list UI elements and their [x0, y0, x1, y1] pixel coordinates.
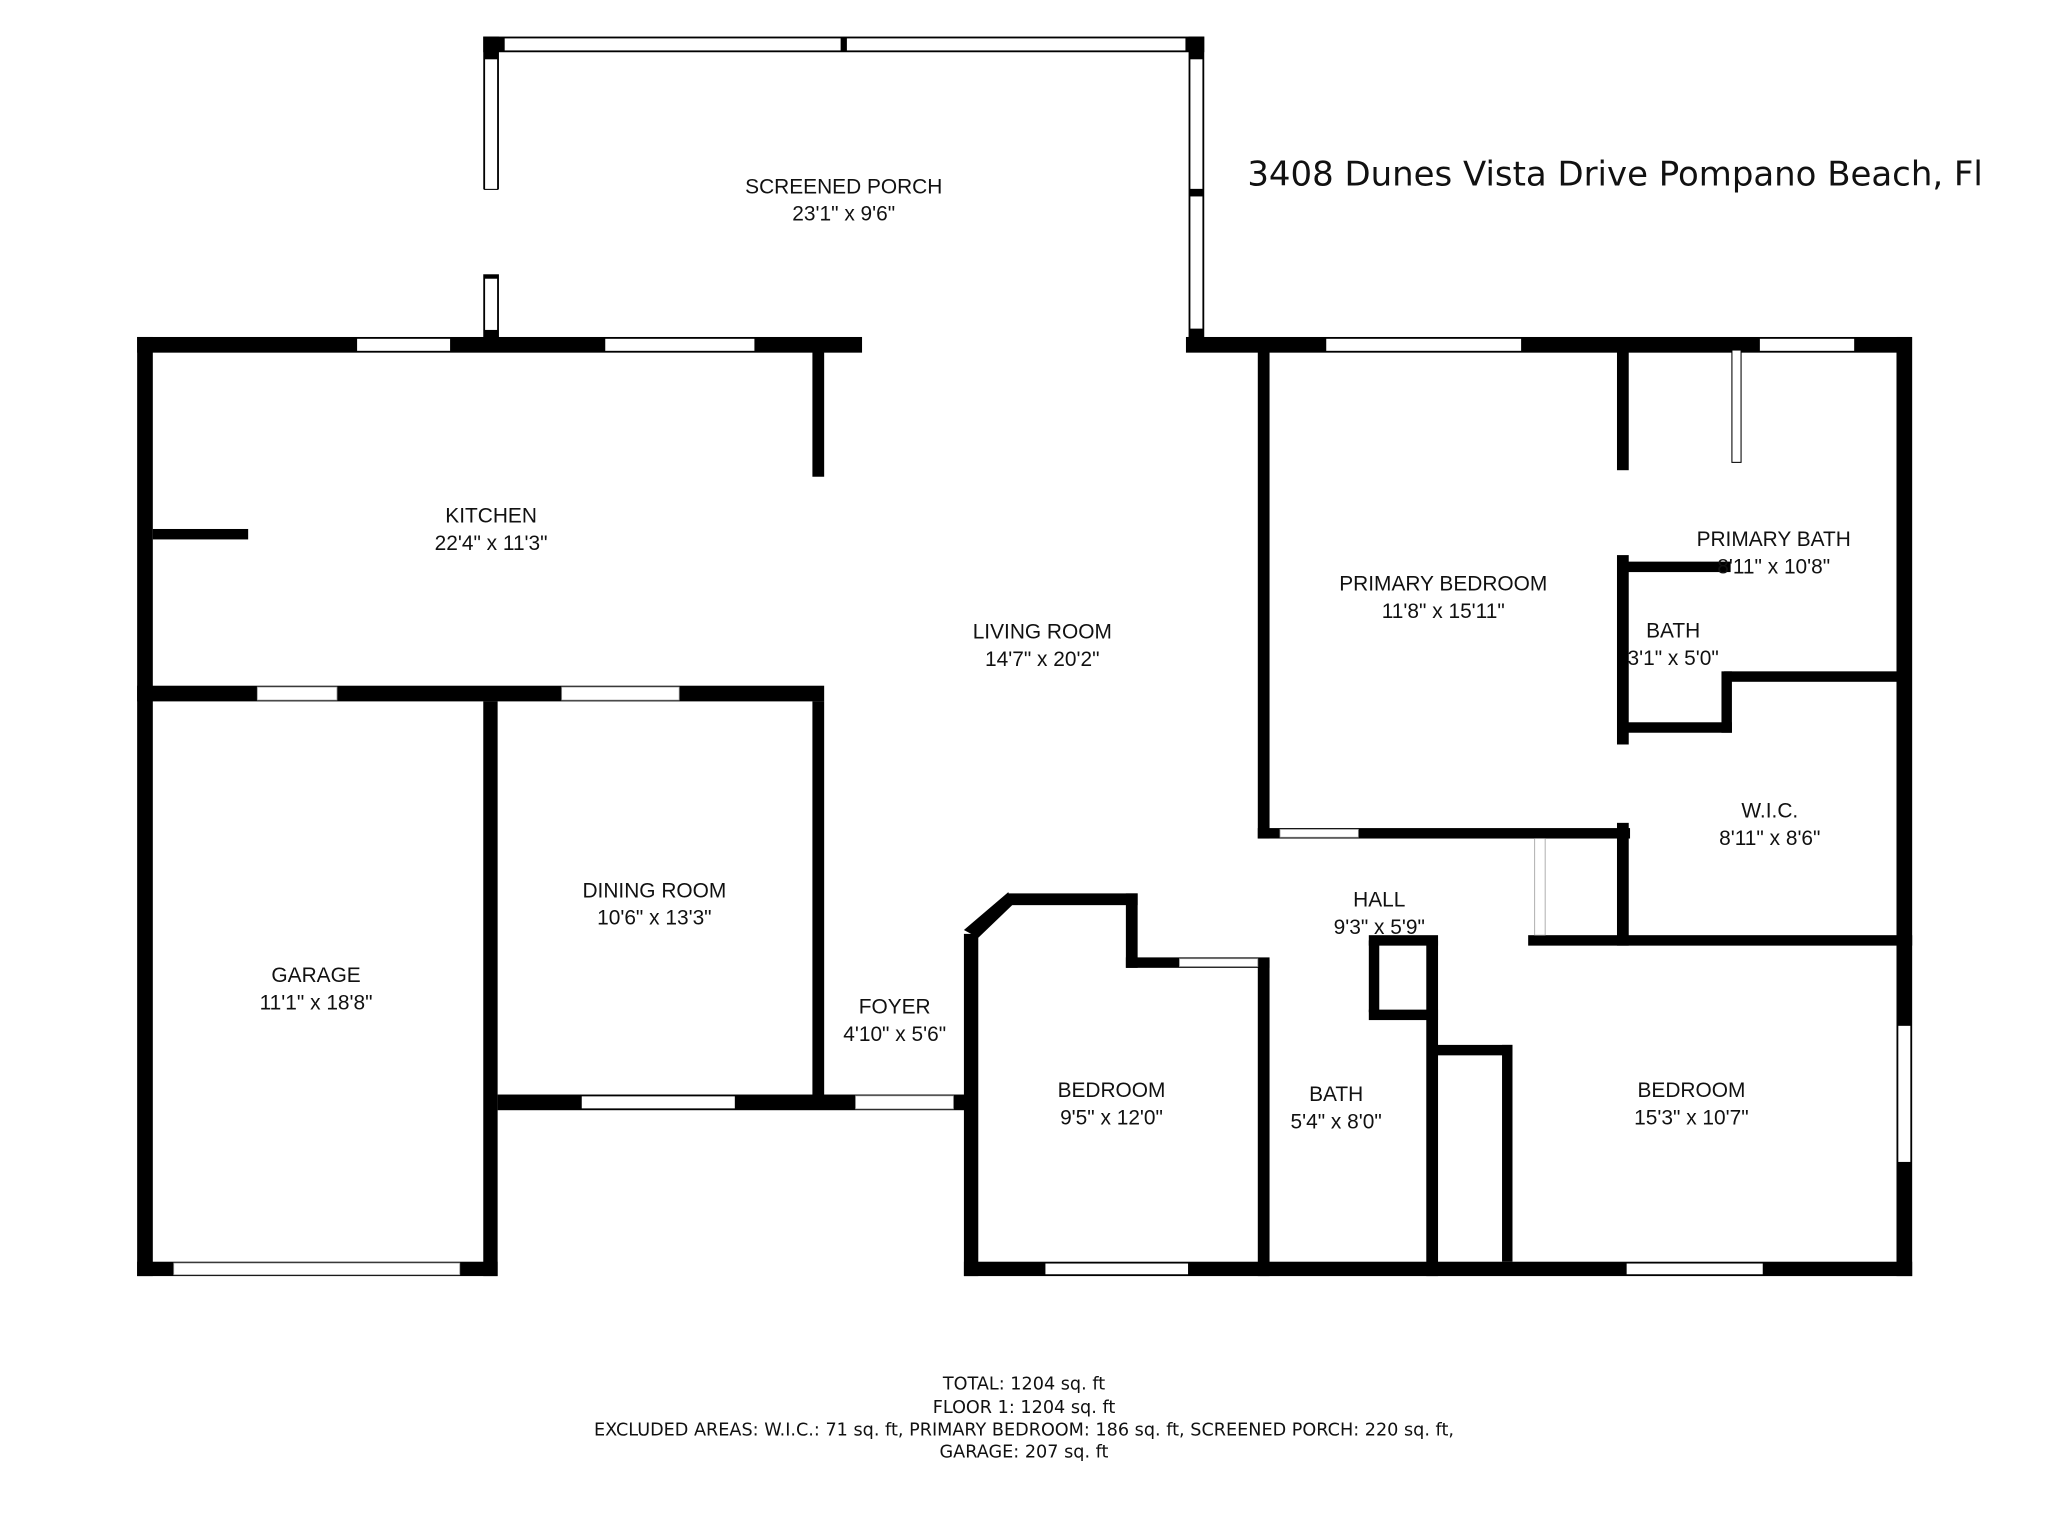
room-name: DINING ROOM	[582, 879, 726, 902]
room-size: 4'10" x 5'6"	[843, 1023, 946, 1046]
room-name: BATH	[1309, 1083, 1363, 1106]
excluded-areas-cont: GARAGE: 207 sq. ft	[940, 1443, 1109, 1463]
room-name: FOYER	[859, 996, 931, 1019]
room-size: 11'8" x 15'11"	[1382, 600, 1505, 623]
room-size: 23'1" x 9'6"	[792, 203, 895, 226]
room-bath-small: BATH 3'1" x 5'0"	[1628, 619, 1719, 669]
room-size: 11'1" x 18'8"	[260, 992, 373, 1015]
room-size: 5'4" x 8'0"	[1291, 1110, 1382, 1133]
room-screened-porch: SCREENED PORCH 23'1" x 9'6"	[745, 175, 942, 225]
room-wic: W.I.C. 8'11" x 8'6"	[1719, 800, 1820, 850]
excluded-areas: EXCLUDED AREAS: W.I.C.: 71 sq. ft, PRIMA…	[594, 1420, 1454, 1440]
room-size: 22'4" x 11'3"	[435, 532, 548, 555]
room-size: 14'7" x 20'2"	[985, 648, 1100, 671]
room-name: PRIMARY BATH	[1697, 528, 1851, 551]
room-size: 3'1" x 5'0"	[1628, 647, 1719, 670]
room-name: GARAGE	[271, 964, 360, 987]
area-summary: TOTAL: 1204 sq. ft FLOOR 1: 1204 sq. ft …	[594, 1375, 1454, 1463]
room-bedroom-2: BEDROOM 15'3" x 10'7"	[1634, 1079, 1749, 1129]
room-name: SCREENED PORCH	[745, 175, 942, 198]
total-area: TOTAL: 1204 sq. ft	[942, 1375, 1105, 1395]
room-size: 8'11" x 10'8"	[1717, 555, 1830, 578]
room-name: BATH	[1646, 619, 1700, 642]
room-hall: HALL 9'3" x 5'9"	[1334, 888, 1425, 938]
room-name: W.I.C.	[1741, 800, 1798, 823]
room-name: HALL	[1353, 888, 1405, 911]
room-name: LIVING ROOM	[973, 621, 1112, 644]
room-primary-bedroom: PRIMARY BEDROOM 11'8" x 15'11"	[1339, 572, 1547, 622]
room-labels: SCREENED PORCH 23'1" x 9'6" KITCHEN 22'4" …	[260, 175, 1851, 1133]
room-name: PRIMARY BEDROOM	[1339, 572, 1547, 595]
room-living-room: LIVING ROOM 14'7" x 20'2"	[973, 621, 1112, 671]
room-dining-room: DINING ROOM 10'6" x 13'3"	[582, 879, 726, 929]
room-name: BEDROOM	[1058, 1079, 1166, 1102]
windows	[173, 37, 1912, 1276]
room-size: 15'3" x 10'7"	[1634, 1107, 1749, 1130]
room-size: 9'5" x 12'0"	[1060, 1107, 1163, 1130]
room-size: 8'11" x 8'6"	[1719, 827, 1820, 850]
room-name: BEDROOM	[1637, 1079, 1745, 1102]
room-kitchen: KITCHEN 22'4" x 11'3"	[435, 504, 548, 554]
room-bedroom-1: BEDROOM 9'5" x 12'0"	[1058, 1079, 1166, 1129]
room-name: KITCHEN	[445, 504, 537, 527]
floor1-area: FLOOR 1: 1204 sq. ft	[933, 1398, 1116, 1418]
room-primary-bath: PRIMARY BATH 8'11" x 10'8"	[1697, 528, 1851, 578]
address-title: 3408 Dunes Vista Drive Pompano Beach, Fl	[1247, 154, 1983, 194]
room-size: 10'6" x 13'3"	[597, 907, 712, 930]
room-garage: GARAGE 11'1" x 18'8"	[260, 964, 373, 1014]
room-foyer: FOYER 4'10" x 5'6"	[843, 996, 946, 1046]
room-size: 9'3" x 5'9"	[1334, 916, 1425, 939]
room-bath-hall: BATH 5'4" x 8'0"	[1291, 1083, 1382, 1133]
